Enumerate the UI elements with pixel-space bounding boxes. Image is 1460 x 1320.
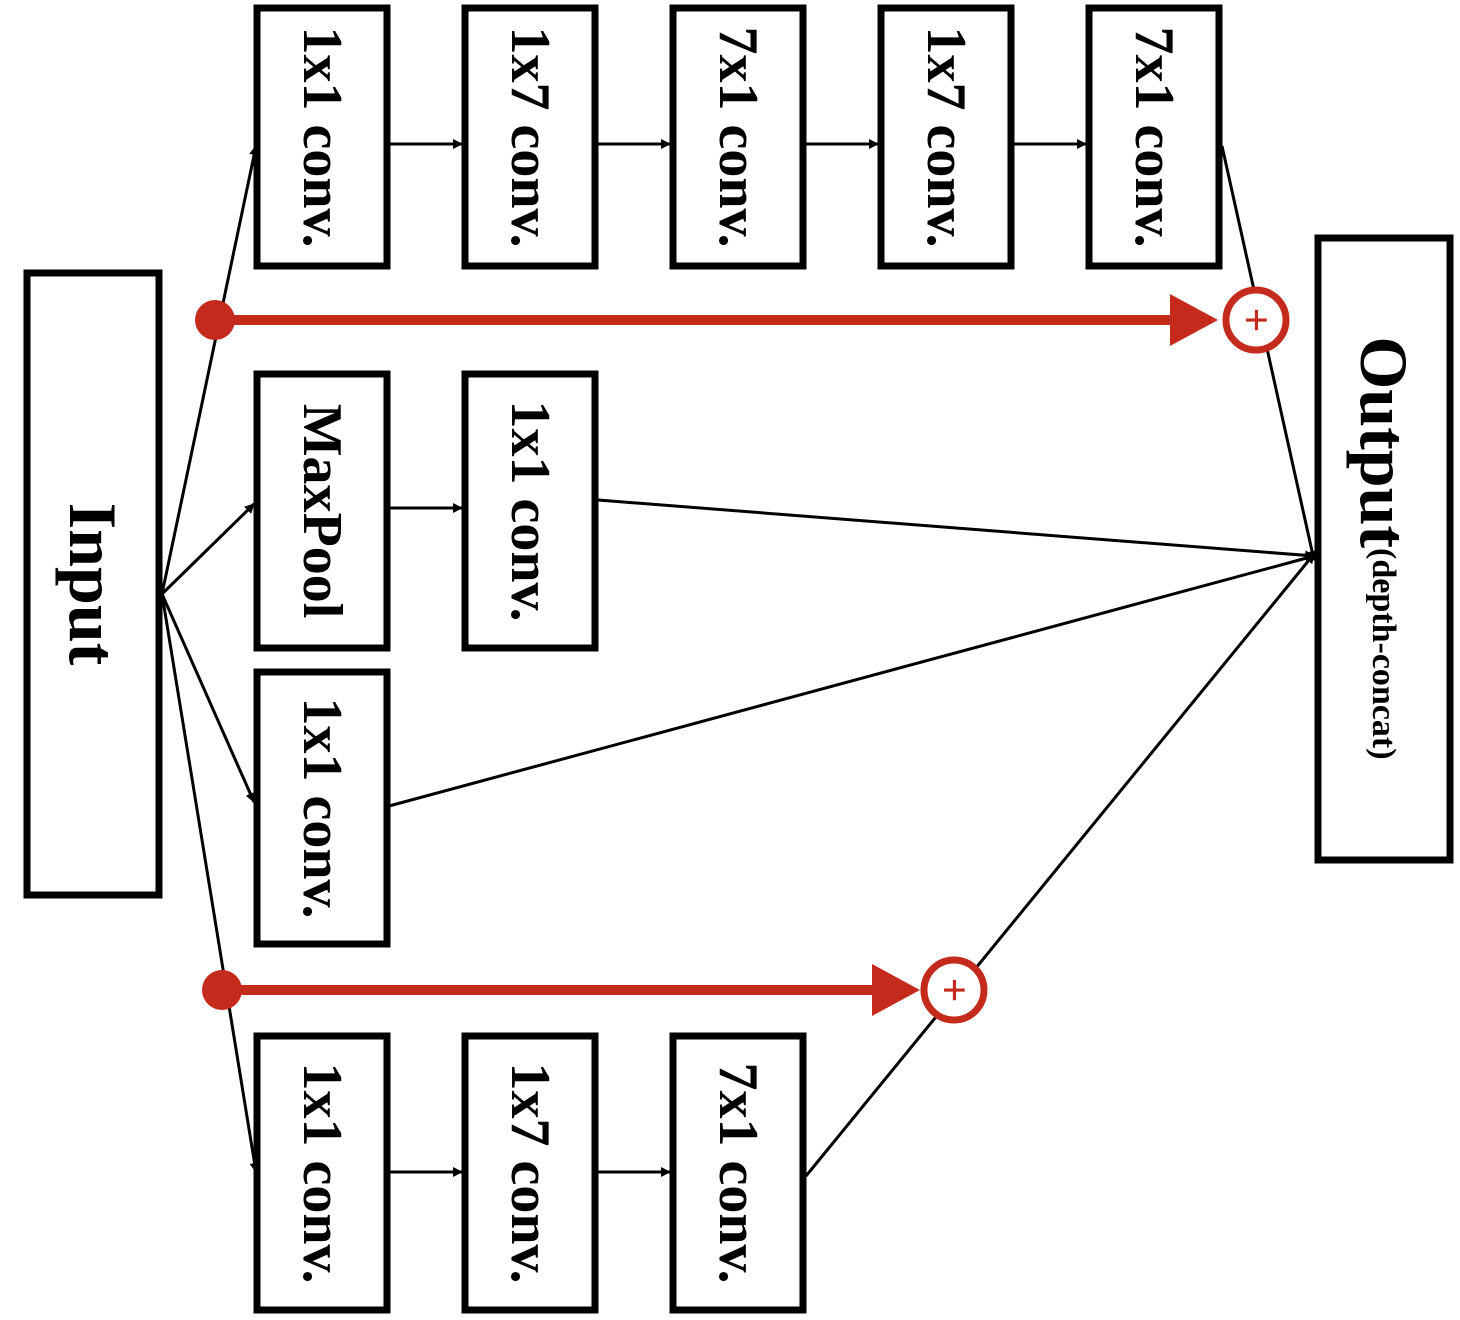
edge-single-to-output	[388, 553, 1315, 808]
bottom-op-3: 7x1 conv.	[707, 1063, 769, 1284]
skip-connection-top: +	[195, 286, 1290, 354]
skip-arrowhead-bottom	[872, 964, 920, 1016]
branch-bottom: 1x1 conv. 1x7 conv. 7x1 conv.	[253, 1032, 807, 1314]
bottom-op-2: 1x7 conv.	[499, 1063, 561, 1284]
edge-top-to-output	[1220, 145, 1317, 561]
top-op-2: 1x7 conv.	[499, 27, 561, 248]
sum-node-top	[1222, 286, 1290, 354]
edge-input-to-bottom-1x1	[160, 593, 260, 1173]
output-label: Output	[1346, 336, 1422, 548]
skip-arrowhead-top	[1170, 294, 1218, 346]
sum-node-bottom	[920, 956, 988, 1024]
edge-bottom-to-output	[804, 553, 1316, 1177]
output-label-group: Output(depth-concat)	[1346, 336, 1422, 759]
output-node: Output(depth-concat)	[1314, 234, 1454, 864]
bottom-op-1: 1x1 conv.	[291, 1063, 353, 1284]
pool-op-1: MaxPool	[291, 404, 353, 619]
pool-op-2: 1x1 conv.	[499, 401, 561, 622]
edge-pool-to-output	[597, 498, 1315, 561]
skip-connection-bottom: +	[202, 956, 988, 1024]
edge-input-to-maxpool	[160, 502, 256, 596]
top-op-5: 7x1 conv.	[1123, 27, 1185, 248]
branch-top: 1x1 conv. 1x7 conv. 7x1 conv. 1x7 conv. …	[253, 4, 1223, 270]
skip-connections: + +	[195, 286, 1290, 1024]
edge-input-to-top-1x1	[160, 145, 260, 595]
top-op-4: 1x7 conv.	[915, 27, 977, 248]
top-op-3: 7x1 conv.	[707, 27, 769, 248]
sum-symbol-top: +	[1232, 307, 1281, 332]
branch-pool: MaxPool 1x1 conv.	[253, 370, 599, 652]
edge-input-to-single-1x1	[160, 593, 256, 803]
sum-symbol-bottom: +	[930, 977, 979, 1002]
input-node: Input	[23, 269, 163, 899]
single-op-1: 1x1 conv.	[291, 698, 353, 919]
branch-single: 1x1 conv.	[253, 668, 391, 948]
output-sublabel: (depth-concat)	[1366, 548, 1403, 760]
connectors	[160, 139, 1317, 1177]
input-label: Input	[55, 503, 131, 666]
top-op-1: 1x1 conv.	[291, 27, 353, 248]
